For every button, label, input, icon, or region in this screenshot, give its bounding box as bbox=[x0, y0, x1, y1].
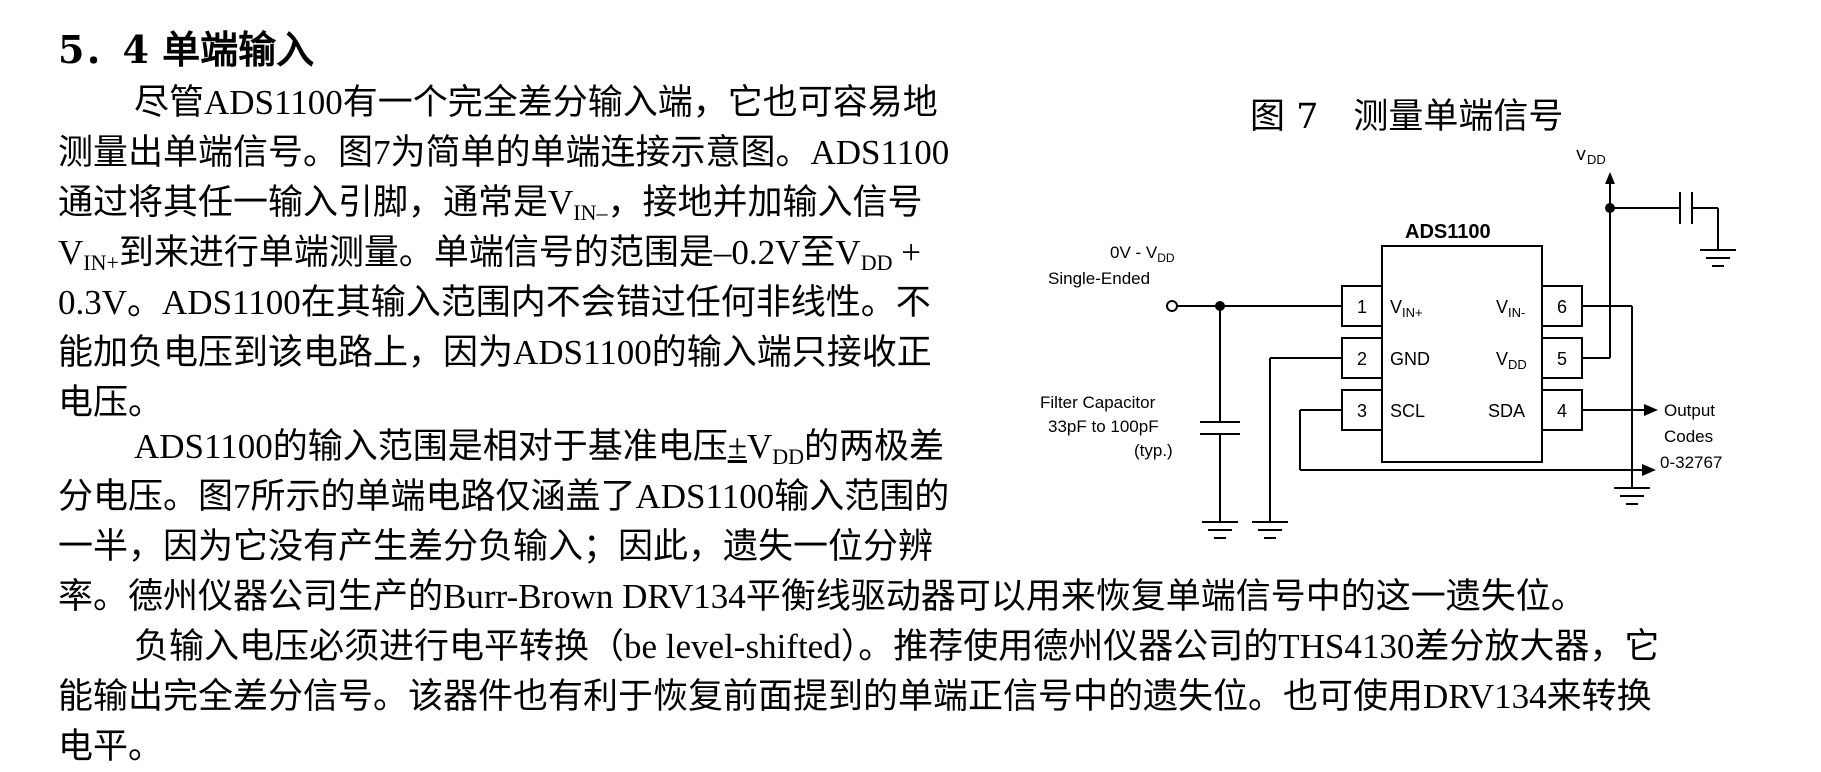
output-label-3: 0-32767 bbox=[1660, 453, 1722, 472]
pin-2-label: GND bbox=[1390, 349, 1430, 369]
pin-5-label: VDD bbox=[1496, 349, 1527, 372]
text-line: ADS1100的输入范围是相对于基准电压±VDD的两极差 bbox=[134, 427, 945, 469]
pin-3-label: SCL bbox=[1390, 401, 1425, 421]
figure-caption: 图 7 测量单端信号 bbox=[1250, 97, 1564, 137]
paragraph-2: ADS1100的输入范围是相对于基准电压±VDD的两极差 分电压。图7所示的单端… bbox=[58, 422, 1586, 622]
pin-5-number: 5 bbox=[1557, 349, 1567, 369]
text-line: 0.3V。ADS1100在其输入范围内不会错过任何非线性。不 bbox=[58, 283, 931, 322]
input-terminal bbox=[1166, 300, 1178, 312]
text-line: 测量出单端信号。图7为简单的单端连接示意图。ADS1100 bbox=[58, 133, 950, 172]
text-line: 通过将其任一输入引脚，通常是VIN–，接地并加输入信号 bbox=[58, 183, 923, 225]
section-heading: 5．4 单端输入 bbox=[58, 27, 315, 72]
paragraph-1: 尽管ADS1100有一个完全差分输入端，它也可容易地 测量出单端信号。图7为简单… bbox=[58, 78, 949, 428]
text-line: 一半，因为它没有产生差分负输入；因此，遗失一位分辨 bbox=[58, 527, 934, 566]
pin-1-label: VIN+ bbox=[1390, 297, 1423, 320]
pin-2-number: 2 bbox=[1357, 349, 1367, 369]
output-label-2: Codes bbox=[1664, 427, 1713, 446]
pin-4-number: 4 bbox=[1557, 401, 1567, 421]
text-line: 尽管ADS1100有一个完全差分输入端，它也可容易地 bbox=[134, 83, 938, 122]
text-line: 负输入电压必须进行电平转换（be level-shifted）。推荐使用德州仪器… bbox=[134, 627, 1660, 666]
input-label: 0V - VDD bbox=[1110, 243, 1175, 265]
vdd-arrow-icon bbox=[1605, 172, 1615, 184]
pin-4-label: SDA bbox=[1488, 401, 1525, 421]
output-arrow-icon bbox=[1642, 464, 1656, 476]
filter-label-3: (typ.) bbox=[1134, 441, 1173, 460]
pin-3-number: 3 bbox=[1357, 401, 1367, 421]
pin-6-number: 6 bbox=[1557, 297, 1567, 317]
chip-name: ADS1100 bbox=[1405, 221, 1491, 243]
output-arrow-icon bbox=[1644, 404, 1658, 416]
circuit-diagram: VDD ADS1100 0V - VDD Single-Ended Filter… bbox=[1040, 150, 1736, 539]
text-line: 电压。 bbox=[58, 383, 164, 422]
vdd-label: VDD bbox=[1575, 150, 1606, 167]
text-line: 能加负电压到该电路上，因为ADS1100的输入端只接收正 bbox=[58, 333, 932, 372]
pin-6-label: VIN- bbox=[1496, 297, 1525, 320]
paragraph-3: 负输入电压必须进行电平转换（be level-shifted）。推荐使用德州仪器… bbox=[58, 622, 1659, 772]
text-line: 分电压。图7所示的单端电路仅涵盖了ADS1100输入范围的 bbox=[58, 477, 950, 516]
filter-label-1: Filter Capacitor bbox=[1040, 393, 1156, 412]
output-label-1: Output bbox=[1664, 401, 1715, 420]
input-label-2: Single-Ended bbox=[1048, 269, 1150, 288]
text-line: 率。德州仪器公司生产的Burr-Brown DRV134平衡线驱动器可以用来恢复… bbox=[58, 577, 1586, 616]
filter-label-2: 33pF to 100pF bbox=[1048, 417, 1159, 436]
pin-1-number: 1 bbox=[1357, 297, 1367, 317]
text-line: 能输出完全差分信号。该器件也有利于恢复前面提到的单端正信号中的遗失位。也可使用D… bbox=[58, 677, 1652, 716]
text-line: 电平。 bbox=[58, 727, 164, 766]
text-line: VIN+到来进行单端测量。单端信号的范围是–0.2V至VDD + bbox=[58, 233, 921, 275]
